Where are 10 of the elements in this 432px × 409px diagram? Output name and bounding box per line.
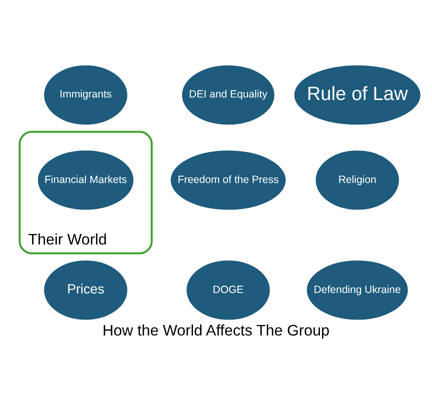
node-ellipse: DOGE bbox=[186, 260, 270, 320]
node-ellipse: Prices bbox=[44, 260, 128, 320]
caption: How the World Affects The Group bbox=[102, 322, 330, 339]
node-ellipse: Defending Ukraine bbox=[306, 260, 408, 320]
node-ellipse: Rule of Law bbox=[294, 64, 420, 124]
node-ellipse: DEI and Equality bbox=[182, 64, 274, 124]
node-ellipse: Freedom of the Press bbox=[170, 150, 286, 210]
node-ellipse: Financial Markets bbox=[38, 150, 134, 210]
node-ellipse: Immigrants bbox=[44, 64, 128, 124]
node-ellipse: Religion bbox=[316, 150, 399, 210]
